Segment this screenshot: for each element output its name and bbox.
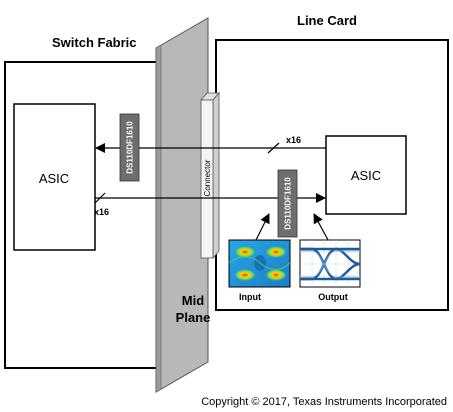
connector [200,91,220,260]
retimer-left-label: DS110DF1610 [126,121,135,174]
eye-input-arrow [255,213,270,241]
asic-left-box [13,103,96,251]
asic-right-box [325,135,407,215]
line-card-title: Line Card [297,13,357,28]
bus-width-bottom: x16 [94,207,109,217]
mid-plane-label-2: Plane [176,310,211,325]
retimer-right-label: DS110DF1610 [284,177,293,230]
bus-width-top: x16 [286,135,301,145]
switch-fabric-title: Switch Fabric [52,35,137,50]
eye-output-plot [299,239,361,288]
eye-output-arrow [313,213,329,241]
bus-slash-bottom [94,192,106,204]
asic-right-label: ASIC [351,168,381,183]
eye-input-plot [228,239,291,288]
eye-input-label: Input [239,292,261,302]
mid-plane-label-1: Mid [182,293,204,308]
retimer-right-box [277,169,298,238]
eye-output-label: Output [318,292,348,302]
bus-slash-top [267,142,280,154]
mid-plane [155,17,209,393]
copyright-text: Copyright © 2017, Texas Instruments Inco… [201,396,447,408]
connector-label: Connector [203,159,212,196]
retimer-left-box [119,113,140,182]
asic-left-label: ASIC [39,171,69,186]
